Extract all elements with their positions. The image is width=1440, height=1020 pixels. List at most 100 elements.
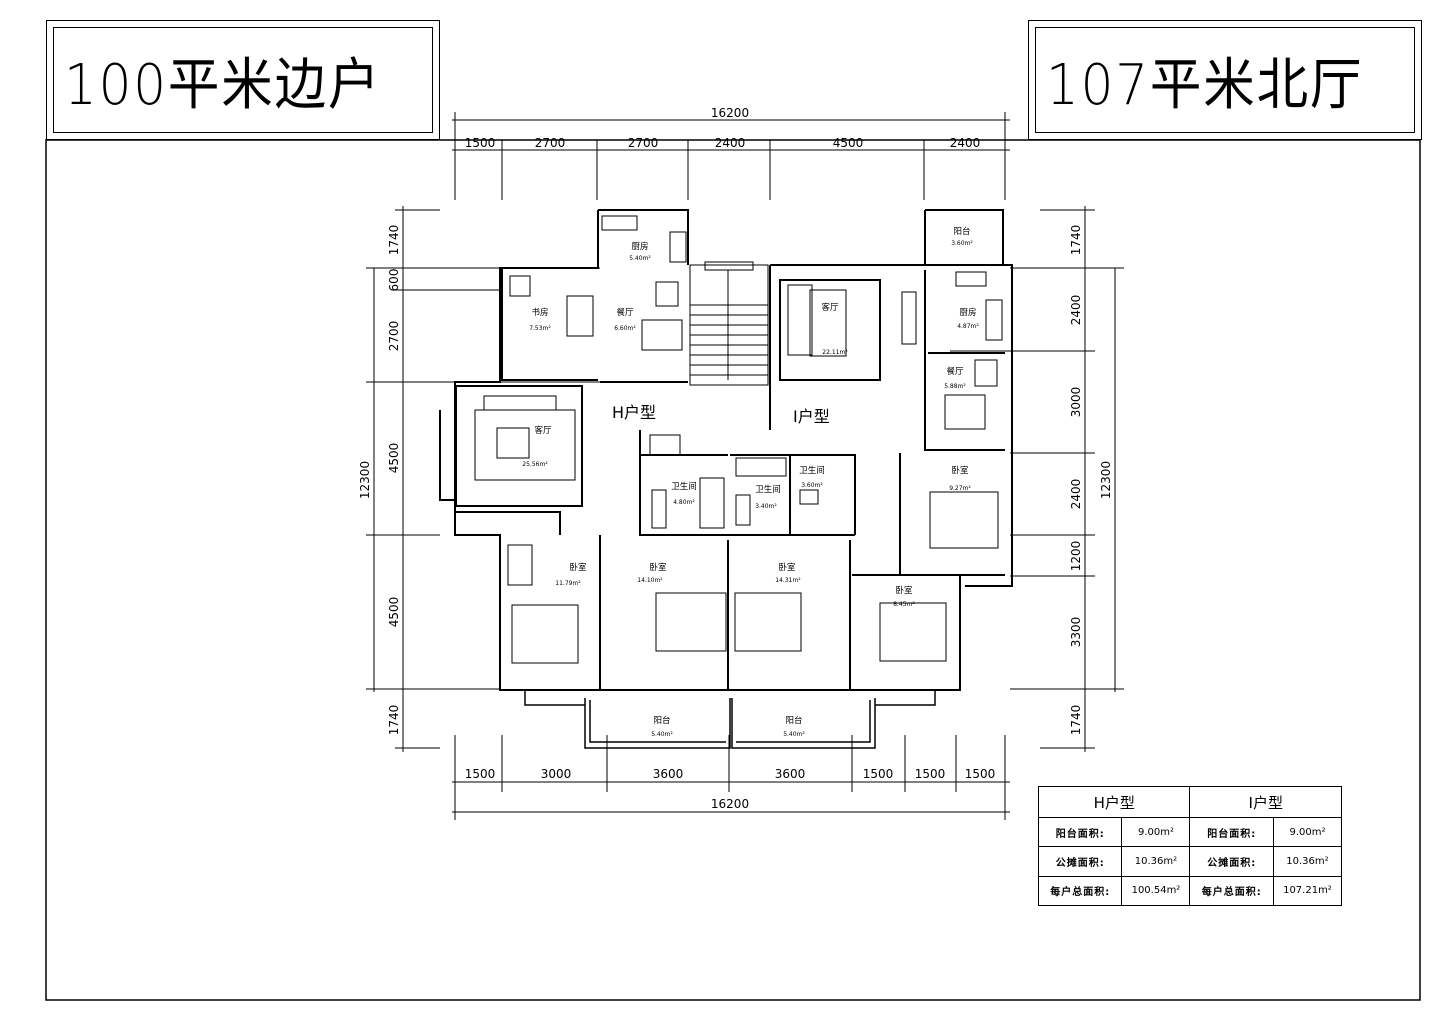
room-area: 25.56m² xyxy=(522,461,548,468)
shared-area-value-i: 10.36m² xyxy=(1272,846,1343,877)
room-name: 卫生间 xyxy=(671,481,697,492)
left-dim-3: 2700 xyxy=(387,321,401,352)
room-area: 5.40m² xyxy=(783,731,805,738)
top-dim-5: 4500 xyxy=(833,136,864,150)
room-name: 客厅 xyxy=(534,425,552,436)
bottom-dim-ticks xyxy=(454,735,1006,820)
room-name: 客厅 xyxy=(821,302,839,313)
room-name: 书房 xyxy=(531,307,548,318)
left-total-dim: 12300 xyxy=(358,461,372,499)
top-dim-3: 2700 xyxy=(628,136,659,150)
table-row: 公摊面积: 10.36m² 公摊面积: 10.36m² xyxy=(1037,846,1343,877)
bottom-dim-5: 1500 xyxy=(863,767,894,781)
left-dim-5: 4500 xyxy=(387,597,401,628)
right-total-dim: 12300 xyxy=(1099,461,1113,499)
room-name: 餐厅 xyxy=(616,308,634,318)
top-dim-4: 2400 xyxy=(715,136,746,150)
area-summary-table: H户型 I户型 阳台面积: 9.00m² 阳台面积: 9.00m² 公摊面积: … xyxy=(1037,786,1343,907)
room-name: 卧室 xyxy=(569,562,587,573)
total-area-value-i: 107.21m² xyxy=(1272,875,1343,907)
title-frame-right: 107平米北厅 xyxy=(1035,27,1415,133)
room-area: 22.11m² xyxy=(822,349,848,356)
balcony-area-label-i: 阳台面积: xyxy=(1189,816,1274,848)
left-dim-ticks xyxy=(366,209,600,749)
right-dim-7: 1740 xyxy=(1069,705,1083,736)
balcony-area-label-h: 阳台面积: xyxy=(1037,816,1123,848)
room-name: 卫生间 xyxy=(799,465,825,476)
room-area: 6.60m² xyxy=(614,325,636,332)
left-dim-1: 1740 xyxy=(387,225,401,256)
shared-area-label-h: 公摊面积: xyxy=(1037,846,1123,877)
room-name: 卧室 xyxy=(778,562,796,573)
right-dim-6: 3300 xyxy=(1069,617,1083,648)
dimension-texts: 16200 1500 2700 2700 2400 4500 2400 1500… xyxy=(358,106,1113,811)
right-dim-2: 2400 xyxy=(1069,295,1083,326)
room-name: 阳台 xyxy=(785,715,802,726)
bottom-dim-4: 3600 xyxy=(775,767,806,781)
left-dim-2: 600 xyxy=(387,269,401,292)
balcony-area-value-i: 9.00m² xyxy=(1272,816,1343,848)
top-total-dim: 16200 xyxy=(711,106,749,120)
room-area: 3.60m² xyxy=(951,240,973,247)
bottom-dim-3: 3600 xyxy=(653,767,684,781)
room-area: 11.79m² xyxy=(555,580,581,587)
h-unit-header: H户型 xyxy=(1037,786,1191,818)
room-area: 7.53m² xyxy=(529,325,551,332)
room-area: 5.88m² xyxy=(944,383,966,390)
room-area: 5.40m² xyxy=(651,731,673,738)
left-dim-4: 4500 xyxy=(387,443,401,474)
bottom-dim-2: 3000 xyxy=(541,767,572,781)
shared-area-label-i: 公摊面积: xyxy=(1189,846,1274,877)
top-dim-1: 1500 xyxy=(465,136,496,150)
right-dim-5: 1200 xyxy=(1069,541,1083,572)
top-dim-ticks xyxy=(454,112,1006,200)
i-unit-header: I户型 xyxy=(1189,786,1342,818)
furniture xyxy=(474,215,1003,664)
right-dim-1: 1740 xyxy=(1069,225,1083,256)
room-name: 餐厅 xyxy=(946,367,964,377)
balcony-area-value-h: 9.00m² xyxy=(1121,816,1191,848)
table-header-row: H户型 I户型 xyxy=(1037,786,1342,818)
balconies xyxy=(524,690,936,749)
title-box-left: 100平米边户 xyxy=(46,20,440,140)
room-area: 3.60m² xyxy=(801,482,823,489)
room-area: 14.31m² xyxy=(775,577,801,584)
room-name: 卧室 xyxy=(895,585,913,596)
shared-area-value-h: 10.36m² xyxy=(1121,846,1191,877)
bottom-dim-6: 1500 xyxy=(915,767,946,781)
room-area: 14.10m² xyxy=(637,577,663,584)
room-area: 9.27m² xyxy=(949,485,971,492)
title-right: 107平米北厅 xyxy=(1046,52,1364,118)
top-dim-6: 2400 xyxy=(950,136,981,150)
top-dim-2: 2700 xyxy=(535,136,566,150)
right-dim-4: 2400 xyxy=(1069,479,1083,510)
i-unit-walls xyxy=(610,209,1013,691)
h-unit-walls xyxy=(439,209,728,691)
title-frame-left: 100平米边户 xyxy=(53,27,433,133)
bottom-dim-7: 1500 xyxy=(965,767,996,781)
sheet-border xyxy=(45,139,1421,1001)
room-name: 卫生间 xyxy=(755,484,781,495)
room-area: 4.87m² xyxy=(957,323,979,330)
h-unit-label: H户型 xyxy=(612,403,656,422)
room-name: 阳台 xyxy=(953,226,970,237)
room-name: 卧室 xyxy=(649,562,667,573)
room-name: 厨房 xyxy=(631,241,648,252)
title-left: 100平米边户 xyxy=(64,52,382,118)
room-area: 3.40m² xyxy=(755,503,777,510)
room-name: 阳台 xyxy=(653,715,670,726)
bottom-dim-1: 1500 xyxy=(465,767,496,781)
total-area-value-h: 100.54m² xyxy=(1121,875,1191,907)
i-unit-label: I户型 xyxy=(793,407,830,426)
table-row: 阳台面积: 9.00m² 阳台面积: 9.00m² xyxy=(1037,816,1343,848)
bottom-total-dim: 16200 xyxy=(711,797,749,811)
room-name: 卧室 xyxy=(951,465,969,476)
total-area-label-h: 每户总面积: xyxy=(1037,875,1123,907)
room-area: 5.40m² xyxy=(629,255,651,262)
total-area-label-i: 每户总面积: xyxy=(1189,875,1274,907)
right-dim-3: 3000 xyxy=(1069,387,1083,418)
right-dim-ticks xyxy=(950,209,1124,749)
left-dim-6: 1740 xyxy=(387,705,401,736)
table-row: 每户总面积: 100.54m² 每户总面积: 107.21m² xyxy=(1037,875,1343,907)
